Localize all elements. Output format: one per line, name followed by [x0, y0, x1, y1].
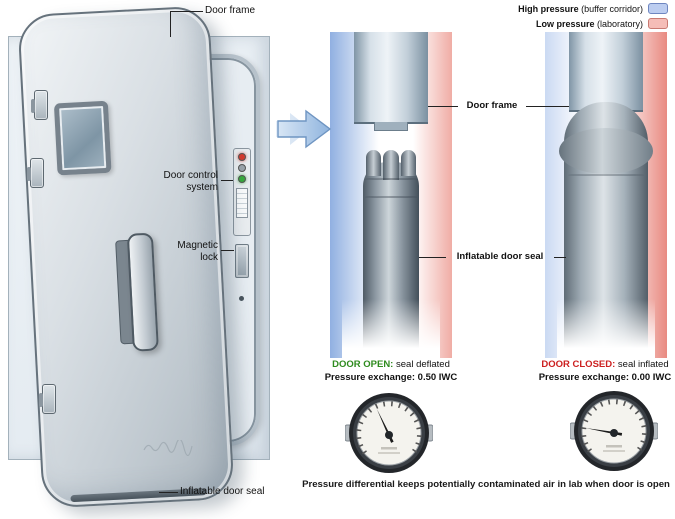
label-inflatable-seal-left: Inflatable door seal — [180, 486, 265, 497]
door-window — [53, 100, 112, 176]
legend-low-pressure: Low pressure (laboratory) — [536, 18, 668, 29]
label-magnetic-lock: Magnetic lock — [177, 240, 218, 263]
label-door-control: Door control system — [163, 170, 218, 193]
high-pressure-swatch — [648, 3, 668, 14]
hinge-top-icon — [31, 90, 48, 120]
fade-out — [342, 299, 440, 359]
hinge-pin-icon — [39, 393, 43, 407]
cross-section-door-open — [330, 32, 452, 359]
fade-out — [557, 299, 655, 359]
status-open-line1: DOOR OPEN: seal deflated — [332, 359, 450, 370]
hinge-bottom-icon — [39, 384, 56, 414]
door-control-panel — [233, 148, 251, 236]
door-frame-cross-open — [354, 32, 428, 131]
bottom-caption: Pressure differential keeps potentially … — [302, 479, 670, 490]
seal-bulge — [559, 128, 653, 174]
legend-low-text: Low pressure (laboratory) — [535, 18, 643, 29]
screw-dot-icon — [239, 296, 244, 301]
seal-ridge — [365, 196, 417, 198]
status-door-open: DOOR OPEN: seal deflated Pressure exchan… — [316, 359, 466, 384]
magnetic-lock-device — [235, 244, 249, 278]
amber-led-icon — [238, 164, 246, 172]
seal-crease — [568, 174, 644, 176]
pressure-gauge-closed — [570, 391, 658, 471]
pointer-line — [170, 11, 203, 12]
pointer-line — [526, 106, 569, 107]
label-inflatable-seal-mid: Inflatable door seal — [456, 251, 544, 262]
artist-signature — [143, 440, 193, 456]
hinge-pin-icon — [27, 167, 31, 181]
status-closed-line1: DOOR CLOSED: seal inflated — [541, 359, 669, 370]
cross-section-door-closed — [545, 32, 667, 359]
pointer-line — [221, 250, 234, 251]
pointer-line — [428, 106, 458, 107]
pressure-gauge-open — [345, 393, 433, 473]
pointer-line — [159, 492, 178, 493]
hinge-middle-icon — [27, 158, 44, 188]
seal-wrinkle — [383, 150, 399, 180]
airflow-arrow-icon — [276, 109, 332, 149]
pointer-line — [170, 11, 171, 37]
pointer-line — [554, 257, 566, 258]
legend-high-pressure: High pressure (buffer corridor) — [518, 3, 668, 14]
seal-wrinkle — [401, 150, 416, 176]
status-open-pressure: Pressure exchange: 0.50 IWC — [324, 371, 458, 383]
status-closed-pressure: Pressure exchange: 0.00 IWC — [538, 371, 672, 383]
keypad-icon — [236, 188, 248, 218]
label-door-frame-left: Door frame — [205, 5, 256, 16]
seal-ridge — [365, 178, 417, 180]
status-door-closed: DOOR CLOSED: seal inflated Pressure exch… — [530, 359, 675, 384]
frame-flange — [374, 122, 408, 131]
label-door-frame-mid: Door frame — [466, 100, 518, 111]
door-handle — [126, 232, 159, 352]
red-led-icon — [238, 153, 246, 161]
hinge-pin-icon — [31, 99, 35, 113]
pointer-line — [419, 257, 446, 258]
legend-high-text: High pressure (buffer corridor) — [518, 3, 643, 14]
green-led-icon — [238, 175, 246, 183]
pointer-line — [221, 180, 233, 181]
low-pressure-swatch — [648, 18, 668, 29]
seal-wrinkle — [366, 150, 381, 176]
door-frame-cross-closed — [569, 32, 643, 112]
